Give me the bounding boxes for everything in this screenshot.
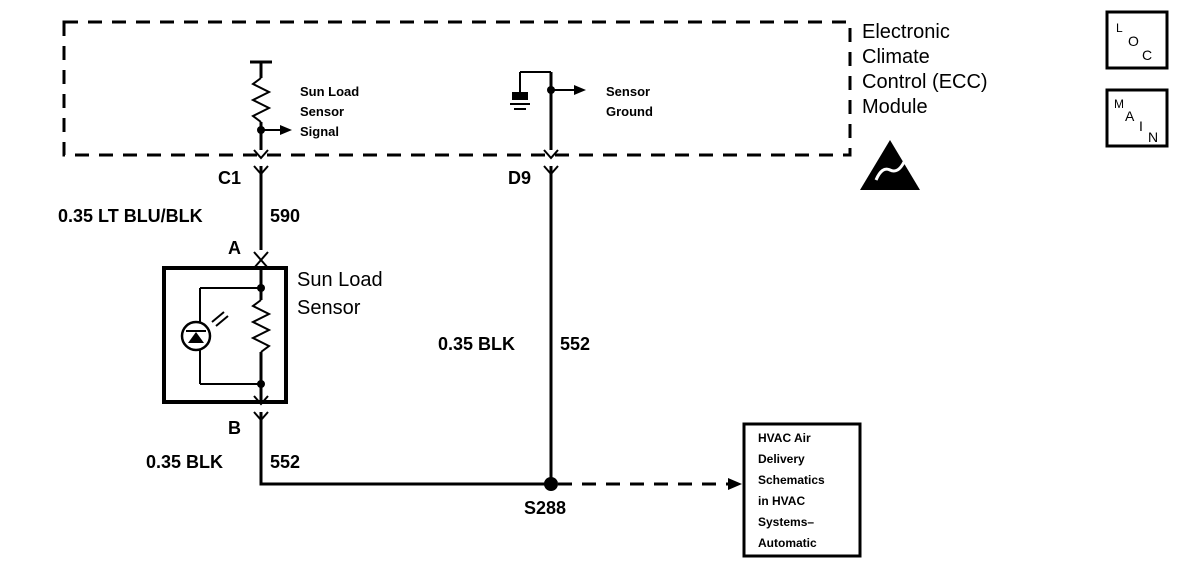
splice-s288-dot [544,477,558,491]
wire-552-bottom-gauge: 0.35 BLK [146,452,223,472]
wire-552-bottom-circuit: 552 [270,452,300,472]
wire-590-circuit: 590 [270,206,300,226]
sensor-ground-label: Sensor Ground [606,84,654,119]
wire-590-gauge: 0.35 LT BLU/BLK [58,206,203,226]
svg-text:M: M [1114,97,1124,111]
sun-load-sensor-box [162,266,288,404]
svg-text:I: I [1139,118,1143,134]
connector-b-label: B [228,418,241,438]
sun-load-signal-label: Sun Load Sensor Signal [300,84,363,139]
wire-552-right-circuit: 552 [560,334,590,354]
ecc-internal-ground [510,71,586,150]
svg-text:N: N [1148,129,1158,145]
hvac-reference-box[interactable] [742,422,862,558]
svg-text:O: O [1128,33,1139,49]
wire-552-bottom [259,412,551,486]
sun-load-sensor-internals [199,268,272,402]
splice-s288-label: S288 [524,498,566,518]
esd-warning-icon [860,140,920,190]
connector-a-label: A [228,238,241,258]
reference-arrow-icon [728,478,742,490]
hvac-reference-text: HVAC Air Delivery Schematics in HVAC Sys… [758,431,828,550]
main-button[interactable]: M A I N [1105,88,1169,148]
svg-text:C: C [1142,47,1152,63]
sun-load-sensor-label: Sun Load Sensor [297,269,388,319]
module-label: Electronic Climate Control (ECC) Module [862,21,993,118]
connector-d9-label: D9 [508,168,531,188]
connector-c1-label: C1 [218,168,241,188]
connector-a-symbol [253,251,269,269]
svg-text:A: A [1125,108,1135,124]
wire-552-right-gauge: 0.35 BLK [438,334,515,354]
loc-button[interactable]: L O C [1105,10,1169,70]
svg-text:L: L [1116,21,1123,35]
ecc-module-boundary [62,20,852,157]
ecc-internal-resistor [250,60,292,150]
photodiode-icon [180,311,229,352]
